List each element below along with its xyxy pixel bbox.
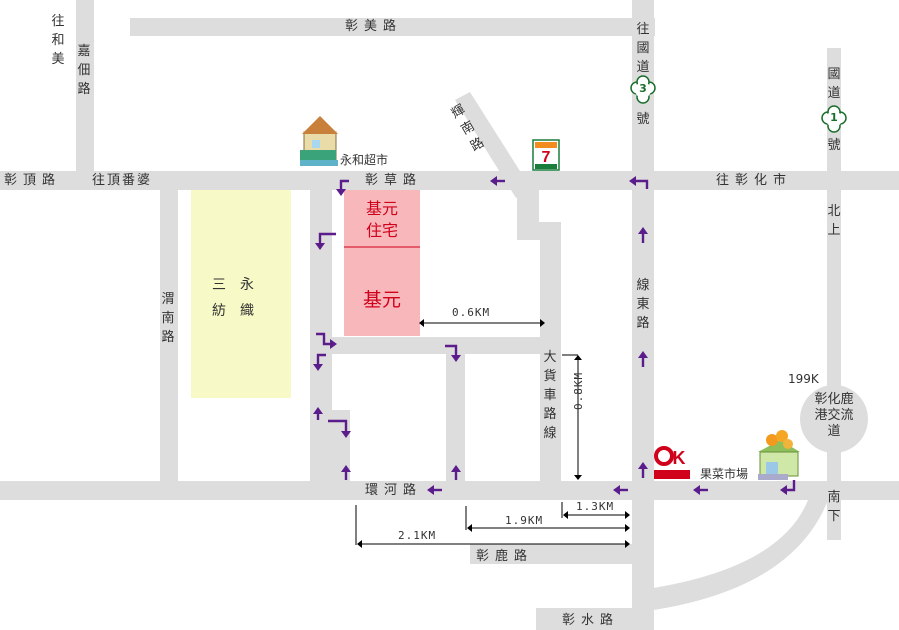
arrow-turn <box>316 332 337 349</box>
interchange-circle <box>800 385 868 453</box>
arrow-left <box>427 485 442 495</box>
freeway3-number: 3 <box>639 82 647 95</box>
jiyuan-title: 基元 <box>362 289 401 311</box>
jiyuan-residence-line1: 基元 <box>365 199 398 218</box>
road-label-to-dingfanpo: 往頂番婆 <box>92 173 153 188</box>
arrow-turn <box>313 407 323 420</box>
fruit-market-label: 果菜市場 <box>700 467 749 481</box>
jiyuan-block <box>344 190 420 336</box>
road-huinan-stub <box>517 184 539 229</box>
road-label-to-changhua: 往彰化市 <box>716 173 793 188</box>
road-label-huanhe: 環河路 <box>365 483 423 498</box>
svg-text:7: 7 <box>542 149 551 166</box>
sanyong-mill-line2: 紡織 <box>212 303 268 319</box>
freeway1-number: 1 <box>830 111 838 124</box>
distance-2-1km: 2.1KM <box>398 529 437 542</box>
road-label-to-hemei: 往和美 <box>51 14 65 67</box>
seven-eleven-logo-icon: 7 <box>532 139 560 171</box>
svg-text:K: K <box>673 448 686 468</box>
arrow-up <box>638 227 648 243</box>
arrow-turn <box>780 480 796 495</box>
road-label-zhangcao: 彰草路 <box>365 173 423 188</box>
road-truck-route <box>540 222 561 492</box>
road-zhangmei <box>130 18 655 36</box>
road-label-north-up: 北上 <box>827 204 841 238</box>
road-lane-east <box>446 337 465 490</box>
road-label-truck-route: 大貨車路線 <box>543 350 557 441</box>
interchange-km-label: 199K <box>788 372 819 386</box>
road-label-zhangmei: 彰美路 <box>345 19 403 34</box>
jiyuan-residence-line2: 住宅 <box>365 221 398 240</box>
road-label-zhangshui: 彰水路 <box>562 613 620 628</box>
distance-0-8km: 0.8KM <box>572 371 585 410</box>
arrow-turn <box>629 176 649 189</box>
ok-mart-logo-icon: K <box>654 442 690 480</box>
road-label-zhanglu: 彰鹿路 <box>476 549 534 564</box>
route-arrows <box>313 176 796 495</box>
arrow-turn <box>328 419 351 438</box>
sanyong-mill-block <box>191 190 291 398</box>
arrow-up <box>638 462 648 478</box>
arrow-left <box>693 485 708 495</box>
distance-1-9km: 1.9KM <box>505 514 544 527</box>
freeway1-shield-icon <box>821 105 847 133</box>
road-label-to-freeway3: 往國道 <box>636 22 650 75</box>
road-huinan <box>455 92 532 198</box>
road-zhanglu <box>470 544 635 564</box>
road-xiandong <box>632 0 654 630</box>
road-label-freeway1-suffix: 號 <box>827 138 841 153</box>
road-label-freeway1-top: 國道 <box>827 67 841 101</box>
road-label-zhangding: 彰頂路 <box>4 173 62 188</box>
arrow-up <box>451 465 461 480</box>
road-zhangcao <box>0 171 899 190</box>
distance-markers <box>355 319 630 548</box>
arrow-left <box>613 485 628 495</box>
market-building-icon <box>300 116 338 166</box>
sanyong-mill-line1: 三永 <box>212 277 268 293</box>
arrow-turn <box>315 232 336 250</box>
road-label-xiandong: 線東路 <box>636 278 650 331</box>
yonghe-market-label: 永和超市 <box>340 153 389 167</box>
arrow-turn <box>313 353 326 371</box>
road-lane-middle <box>332 337 540 354</box>
freeway3-shield-icon <box>630 75 656 104</box>
interchange-label: 彰化鹿港交流道 <box>814 392 854 439</box>
distance-0-6km: 0.6KM <box>452 306 491 319</box>
arrow-turn <box>445 344 461 362</box>
road-label-jiaqie: 嘉佃路 <box>77 44 91 97</box>
arrow-up <box>638 351 648 367</box>
road-huanhe <box>0 481 899 500</box>
road-label-freeway3-suffix: 號 <box>636 112 650 127</box>
fruit-market-icon <box>758 430 800 480</box>
road-label-south-down: 南下 <box>827 490 841 524</box>
arrow-left <box>490 176 505 186</box>
road-label-weinan: 渭南路 <box>161 292 175 345</box>
road-zhanglu-curve <box>640 500 828 612</box>
road-jiaqie <box>76 0 94 180</box>
road-zhangshui <box>536 608 635 630</box>
road-weinan <box>160 190 178 490</box>
arrow-up <box>341 465 351 480</box>
distance-1-3km: 1.3KM <box>576 500 615 513</box>
arrow-turn <box>336 179 349 196</box>
